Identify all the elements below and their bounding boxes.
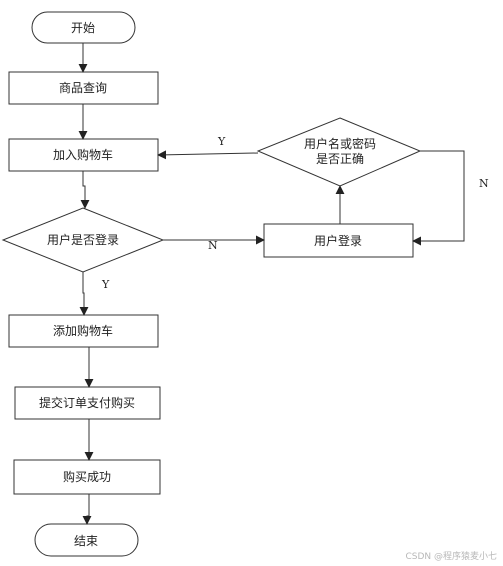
- credentials-check-label-line1: 用户名或密码: [304, 136, 376, 151]
- edge-credentials-yes: [157, 150, 259, 160]
- add-to-cart-label: 加入购物车: [53, 147, 113, 162]
- submit-order-label: 提交订单支付购买: [39, 395, 135, 410]
- end-label: 结束: [74, 534, 98, 548]
- credentials-check-label-line2: 是否正确: [316, 152, 364, 166]
- edge-login-check-yes: [79, 272, 89, 316]
- add-cart-confirm-node: 添加购物车: [8, 314, 159, 348]
- user-login-label: 用户登录: [314, 233, 362, 248]
- purchase-success-node: 购买成功: [13, 459, 161, 495]
- start-label: 开始: [71, 21, 95, 35]
- watermark: CSDN @程序猿麦小七: [405, 552, 497, 562]
- label-credentials-no: N: [479, 177, 489, 190]
- add-cart-confirm-label: 添加购物车: [53, 323, 113, 338]
- login-check-label: 用户是否登录: [47, 232, 119, 247]
- edge-success-to-end: [82, 494, 92, 525]
- label-login-yes: Y: [101, 278, 110, 291]
- label-login-no: N: [208, 239, 218, 252]
- submit-order-node: 提交订单支付购买: [14, 386, 161, 420]
- start-node: 开始: [31, 11, 136, 44]
- end-node: 结束: [34, 523, 139, 557]
- credentials-check-decision: 用户名或密码 是否正确: [256, 117, 422, 187]
- label-credentials-yes: Y: [217, 135, 226, 148]
- user-login-node: 用户登录: [263, 223, 414, 258]
- edge-credentials-no: [412, 150, 465, 246]
- product-query-label: 商品查询: [59, 80, 107, 95]
- login-check-decision: 用户是否登录: [1, 207, 165, 273]
- edge-add-cart-to-login-check: [80, 171, 90, 209]
- product-query-node: 商品查询: [8, 71, 159, 105]
- purchase-success-label: 购买成功: [63, 469, 111, 484]
- add-to-cart-node: 加入购物车: [8, 138, 159, 172]
